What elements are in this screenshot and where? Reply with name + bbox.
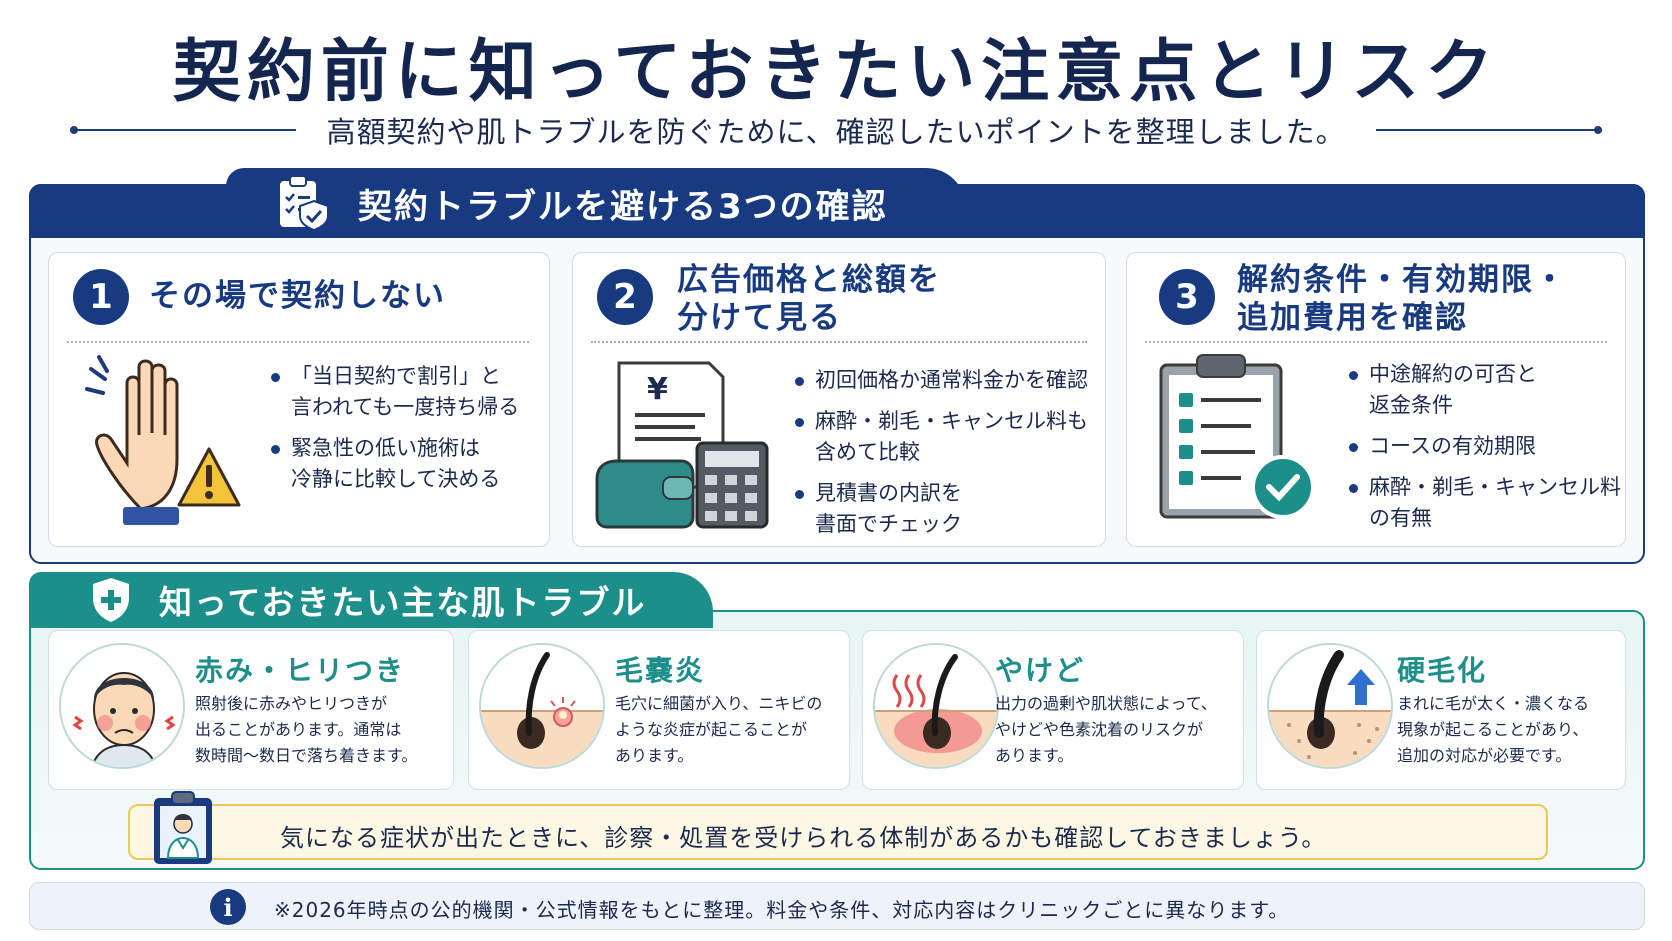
subtitle-divider-right (1375, 126, 1603, 134)
raised-hand-warning-icon (85, 355, 241, 525)
invoice-wallet-calculator-icon: ¥ (595, 361, 769, 529)
card-title: 解約条件・有効期限・追加費用を確認 (1237, 262, 1567, 336)
contract-card-2: 2 広告価格と総額を分けて見る ¥ 初回価格か通常料金かを確認 麻酔・剃毛・キャ… (572, 252, 1106, 547)
irritated-face-icon (59, 643, 185, 769)
skin-card-folliculitis: 毛嚢炎 毛穴に細菌が入り、ニキビのような炎症が起こることがあります。 (468, 630, 850, 790)
number-badge: 1 (73, 269, 129, 325)
bullet-list: 初回価格か通常料金かを確認 麻酔・剃毛・キャンセル料も含めて比較 見積書の内訳を… (793, 365, 1088, 550)
skin-card-description: 毛穴に細菌が入り、ニキビのような炎症が起こることがあります。 (615, 694, 823, 765)
skin-card-title: 赤み・ヒリつき (195, 654, 406, 687)
notice-text: 気になる症状が出たときに、診察・処置を受けられる体制があるかも確認しておきましょ… (280, 824, 1327, 852)
svg-text:¥: ¥ (647, 372, 668, 407)
contract-card-3: 3 解約条件・有効期限・追加費用を確認 中途解約の可否と返金条件 コースの有効期… (1126, 252, 1626, 547)
skin-card-title: 毛嚢炎 (615, 654, 706, 687)
skin-card-description: まれに毛が太く・濃くなる現象が起こることがあり、追加の対応が必要です。 (1397, 694, 1590, 765)
dotted-divider (67, 341, 529, 343)
skin-card-paradoxical-hair: 硬毛化 まれに毛が太く・濃くなる現象が起こることがあり、追加の対応が必要です。 (1256, 630, 1626, 790)
footer-text: ※2026年時点の公的機関・公式情報をもとに整理。料金や条件、対応内容はクリニッ… (274, 898, 1290, 922)
skin-card-description: 照射後に赤みやヒリつきが出ることがあります。通常は数時間〜数日で落ち着きます。 (195, 694, 418, 765)
notice-banner: 気になる症状が出たときに、診察・処置を受けられる体制があるかも確認しておきましょ… (128, 804, 1548, 860)
page-subtitle: 高額契約や肌トラブルを防ぐために、確認したいポイントを整理しました。 (326, 115, 1346, 149)
doctor-clipboard-icon (154, 791, 212, 864)
page-title: 契約前に知っておきたい注意点とリスク (172, 33, 1500, 112)
contract-card-1: 1 その場で契約しない 「当日契約で割引」と言われても一度持ち帰る 緊急性の低い… (48, 252, 550, 547)
skin-card-description: 出力の過剰や肌状態によって、やけどや色素沈着のリスクがあります。 (995, 694, 1217, 765)
follicle-burn-icon (873, 643, 999, 769)
contract-section-tab: 契約トラブルを避ける3つの確認 (226, 168, 966, 238)
bullet-item: 緊急性の低い施術は冷静に比較して決める (269, 433, 519, 495)
bullet-list: 中途解約の可否と返金条件 コースの有効期限 麻酔・剃毛・キャンセル料の有無 (1347, 359, 1621, 544)
bullet-item: 「当日契約で割引」と言われても一度持ち帰る (269, 361, 519, 423)
bullet-item: コースの有効期限 (1347, 431, 1621, 462)
number-badge: 2 (597, 269, 653, 325)
bullet-item: 見積書の内訳を書面でチェック (793, 478, 1088, 540)
checklist-clipboard-icon (1159, 354, 1315, 519)
bullet-item: 中途解約の可否と返金条件 (1347, 359, 1621, 421)
number-badge: 3 (1159, 269, 1215, 325)
info-icon: i (210, 889, 246, 925)
shield-plus-icon (93, 578, 129, 622)
skin-card-title: やけど (995, 654, 1086, 687)
skin-card-title: 硬毛化 (1397, 654, 1488, 687)
follicle-thick-hair-icon (1267, 643, 1393, 769)
skin-trouble-tab: 知っておきたい主な肌トラブル (29, 572, 713, 628)
card-title: 広告価格と総額を分けて見る (677, 262, 941, 336)
bullet-item: 初回価格か通常料金かを確認 (793, 365, 1088, 396)
follicle-bacteria-icon (479, 643, 605, 769)
dotted-divider (1145, 341, 1607, 343)
subtitle-divider-left (70, 126, 297, 134)
bullet-item: 麻酔・剃毛・キャンセル料も含めて比較 (793, 406, 1088, 468)
dotted-divider (591, 341, 1087, 343)
footer-note: i ※2026年時点の公的機関・公式情報をもとに整理。料金や条件、対応内容はクリ… (29, 882, 1645, 930)
bullet-list: 「当日契約で割引」と言われても一度持ち帰る 緊急性の低い施術は冷静に比較して決め… (269, 361, 519, 505)
bullet-item: 麻酔・剃毛・キャンセル料の有無 (1347, 472, 1621, 534)
skin-card-burn: やけど 出力の過剰や肌状態によって、やけどや色素沈着のリスクがあります。 (862, 630, 1244, 790)
contract-section-title: 契約トラブルを避ける3つの確認 (358, 186, 888, 227)
subtitle-row: 高額契約や肌トラブルを防ぐために、確認したいポイントを整理しました。 (70, 108, 1603, 152)
card-title: その場で契約しない (149, 278, 446, 314)
skin-trouble-title: 知っておきたい主な肌トラブル (159, 583, 647, 622)
clipboard-check-icon (280, 175, 329, 232)
skin-card-redness: 赤み・ヒリつき 照射後に赤みやヒリつきが出ることがあります。通常は数時間〜数日で… (48, 630, 454, 790)
